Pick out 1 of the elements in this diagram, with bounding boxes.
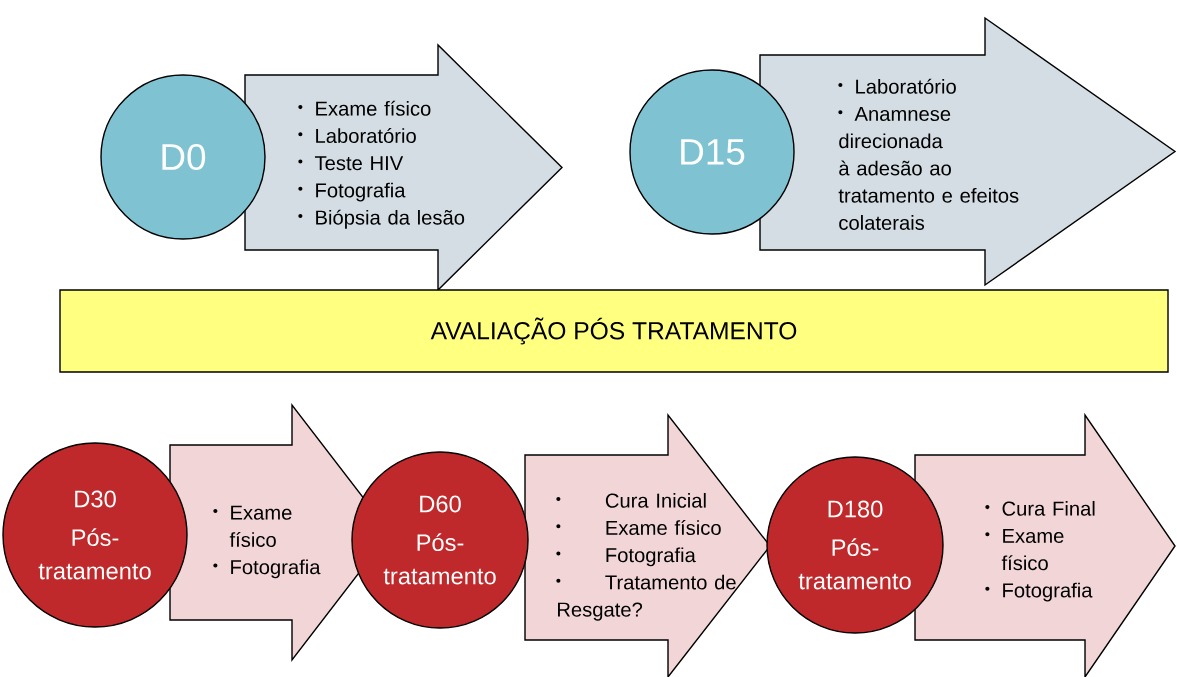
banner: AVALIAÇÃO PÓS TRATAMENTO xyxy=(59,289,1169,373)
